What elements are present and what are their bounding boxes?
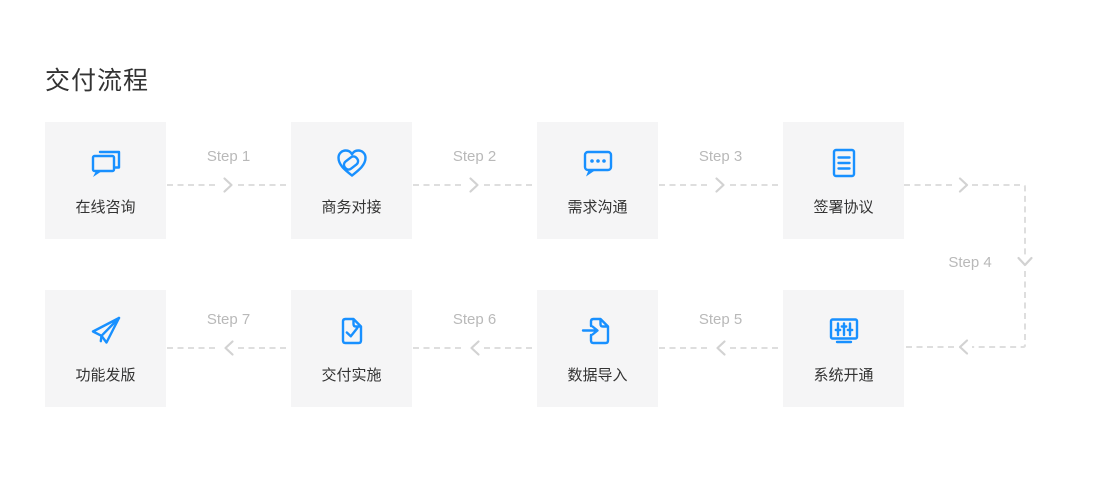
document-lines-icon	[824, 143, 864, 183]
step-label-7: Step 7	[206, 311, 251, 328]
dashed-arrow-left	[167, 340, 290, 356]
paper-plane-icon	[86, 311, 126, 351]
dashed-arrow-down-u-turn	[904, 177, 1033, 355]
step-box-business-docking: 商务对接	[291, 122, 412, 239]
step-box-label: 交付实施	[321, 367, 382, 384]
heart-handshake-icon	[332, 143, 372, 183]
step-label-6: Step 6	[452, 311, 497, 328]
step-box-requirement-communication: 需求沟通	[537, 122, 658, 239]
step-box-label: 商务对接	[321, 199, 382, 216]
step-box-label: 签署协议	[813, 199, 874, 216]
step-label-5: Step 5	[698, 311, 743, 328]
dashed-arrow-left	[659, 340, 782, 356]
page-title: 交付流程	[45, 66, 150, 95]
step-label-2: Step 2	[452, 148, 497, 165]
step-box-label: 功能发版	[75, 367, 136, 384]
dashed-arrow-right	[413, 177, 536, 193]
dashed-arrow-right	[167, 177, 290, 193]
step-box-online-consultation: 在线咨询	[45, 122, 166, 239]
step-box-data-import: 数据导入	[537, 290, 658, 407]
file-import-icon	[578, 311, 618, 351]
step-box-system-activation: 系统开通	[783, 290, 904, 407]
step-box-label: 数据导入	[567, 367, 628, 384]
step-box-sign-agreement: 签署协议	[783, 122, 904, 239]
step-box-delivery-implementation: 交付实施	[291, 290, 412, 407]
file-check-icon	[332, 311, 372, 351]
step-box-feature-release: 功能发版	[45, 290, 166, 407]
chat-bubbles-icon	[86, 143, 126, 183]
step-label-4: Step 4	[948, 254, 992, 271]
dashed-arrow-left	[413, 340, 536, 356]
step-label-3: Step 3	[698, 148, 743, 165]
step-label-1: Step 1	[206, 148, 251, 165]
dashed-arrow-right	[659, 177, 782, 193]
message-dots-icon	[578, 143, 618, 183]
step-box-label: 系统开通	[813, 367, 874, 384]
step-box-label: 需求沟通	[567, 199, 628, 216]
step-box-label: 在线咨询	[75, 199, 136, 216]
monitor-sliders-icon	[824, 311, 864, 351]
